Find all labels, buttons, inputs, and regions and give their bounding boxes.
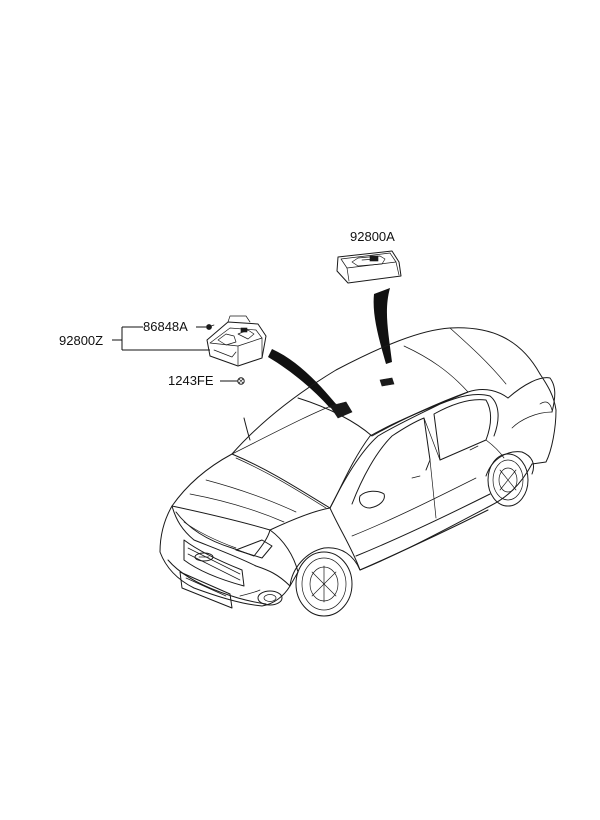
leader-92800z (112, 326, 210, 351)
label-92800z: 92800Z (59, 333, 103, 348)
car-illustration (159, 327, 557, 617)
clip-86848a (206, 324, 215, 330)
screw-1243fe (237, 377, 245, 385)
arrow-to-overhead-console (268, 349, 336, 408)
label-92800a: 92800A (350, 229, 395, 244)
dome-lamp-part (336, 250, 402, 284)
roof-lamp-location-front (329, 401, 353, 419)
label-86848a: 86848A (143, 319, 188, 334)
label-1243fe: 1243FE (168, 373, 214, 388)
arrow-to-dome-lamp (373, 288, 392, 364)
roof-lamp-location-rear (379, 377, 395, 387)
overhead-console-part (206, 315, 267, 367)
